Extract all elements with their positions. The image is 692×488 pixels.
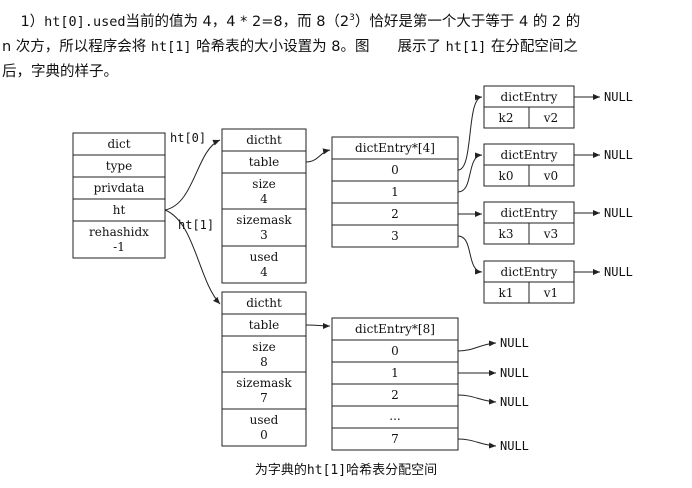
- table0-title: dictEntry*[4]: [355, 141, 435, 155]
- entry-key: k1: [499, 286, 514, 300]
- table1-slot: 2: [391, 388, 399, 402]
- ht0-dictht: dictht table size 4 sizemask 3 used 4: [221, 128, 307, 284]
- text-run: 后，字典的样子。: [2, 63, 118, 80]
- dict-rehashidx-value: -1: [113, 240, 125, 254]
- table1-slot: ...: [389, 409, 400, 423]
- ht1-pointer-arrow: [164, 209, 221, 305]
- ht0-size-value: 4: [260, 192, 268, 206]
- slot3-to-k1-arrow: [457, 235, 483, 275]
- ht0-used-label: used: [250, 250, 279, 264]
- null-label: NULL: [604, 148, 633, 162]
- table0-slot: 1: [391, 185, 399, 199]
- ht0-sizemask-label: sizemask: [236, 213, 292, 227]
- table1-array: dictEntry*[8] 0 1 2 ... 7: [331, 317, 459, 451]
- table1-slot: 1: [391, 366, 399, 380]
- paragraph-line-2: n 次方，所以程序会将 ht[1] 哈希表的大小设置为 8。图 展示了 ht[1]…: [2, 35, 692, 60]
- entry-title: dictEntry: [501, 90, 558, 104]
- null-label: NULL: [604, 206, 633, 220]
- text-run: 哈希表的大小设置为 8。图: [196, 38, 370, 55]
- entry-key: k3: [499, 227, 514, 241]
- caption-text: 哈希表分配空间: [346, 463, 438, 478]
- ht1-title: dictht: [246, 296, 282, 310]
- ht0-used-value: 4: [260, 265, 268, 279]
- dict-privdata-field: privdata: [94, 181, 145, 195]
- ht1-dictht: dictht table size 8 sizemask 7 used 0: [221, 291, 307, 447]
- null-label: NULL: [500, 439, 529, 453]
- entry-value: v2: [543, 111, 558, 125]
- ht1-used-value: 0: [260, 428, 268, 442]
- dict-entry-k0: dictEntry k0 v0: [483, 143, 575, 187]
- ht0-size-label: size: [252, 177, 275, 191]
- dict-type-field: type: [106, 159, 132, 173]
- table1-title: dictEntry*[8]: [355, 322, 435, 336]
- ht1-table-field: table: [249, 318, 280, 332]
- ht0-table-arrow: [305, 148, 331, 163]
- ht0-pointer-arrow: [164, 139, 221, 211]
- ht0-sizemask-value: 3: [260, 228, 268, 242]
- null-label: NULL: [500, 366, 529, 380]
- dict-entry-k1: dictEntry k1 v1: [483, 260, 575, 304]
- intro-paragraph: 1）ht[0].used当前的值为 4，4 * 2=8，而 8（23）恰好是第一…: [2, 6, 692, 85]
- table1-slot0-null-arrow: [457, 340, 497, 352]
- code-run: ht[1]: [445, 38, 487, 55]
- ht1-size-label: size: [252, 340, 275, 354]
- ht0-pointer-label: ht[0]: [170, 131, 206, 145]
- entry-value: v3: [543, 227, 558, 241]
- caption-code: ht[1]: [306, 463, 347, 478]
- null-label: NULL: [604, 265, 633, 279]
- ht1-pointer-label: ht[1]: [178, 218, 214, 232]
- null-label: NULL: [500, 395, 529, 409]
- null-label: NULL: [604, 90, 633, 104]
- entry-title: dictEntry: [501, 265, 558, 279]
- text-run: 在分配空间之: [490, 38, 578, 55]
- entry-title: dictEntry: [501, 206, 558, 220]
- ht1-size-value: 8: [260, 355, 268, 369]
- paragraph-line-1: 1）ht[0].used当前的值为 4，4 * 2=8，而 8（23）恰好是第一…: [2, 6, 692, 35]
- ht1-used-label: used: [250, 413, 279, 427]
- null-label: NULL: [500, 336, 529, 350]
- entry-title: dictEntry: [501, 148, 558, 162]
- entry-key: k2: [499, 111, 514, 125]
- table0-array: dictEntry*[4] 0 1 2 3: [331, 136, 459, 248]
- dict-entry-k3: dictEntry k3 v3: [483, 201, 575, 245]
- text-run: n 次方，所以程序会将: [2, 38, 147, 55]
- table1-slot7-null-arrow: [457, 438, 497, 449]
- table1-slot: 7: [391, 432, 399, 446]
- code-run: ht[0].used: [44, 13, 126, 30]
- text-run: 当前的值为 4，4 * 2=8，而 8（2: [125, 13, 350, 30]
- text-run: 展示了: [397, 38, 442, 55]
- dict-struct: dict type privdata ht rehashidx -1: [72, 132, 166, 259]
- ht0-title: dictht: [246, 133, 282, 147]
- ht1-sizemask-label: sizemask: [236, 376, 292, 390]
- dict-ht-field: ht: [113, 203, 126, 217]
- dict-title: dict: [107, 137, 130, 151]
- dict-entry-k2: dictEntry k2 v2: [483, 85, 575, 129]
- table1-slot2-null-arrow: [457, 394, 497, 405]
- entry-key: k0: [499, 169, 514, 183]
- ht1-sizemask-value: 7: [260, 391, 268, 405]
- slot1-to-k0-arrow: [457, 152, 483, 193]
- caption-text: 为字典的: [254, 463, 307, 478]
- entry-value: v1: [543, 286, 558, 300]
- table1-slot: 0: [391, 344, 399, 358]
- figure-caption: 为字典的ht[1]哈希表分配空间: [0, 459, 692, 478]
- code-run: ht[1]: [150, 38, 192, 55]
- ht0-table-field: table: [249, 155, 280, 169]
- slot0-to-k2-arrow: [457, 94, 483, 171]
- table0-slot: 0: [391, 163, 399, 177]
- text-run: ）恰好是第一个大于等于 4 的 2 的: [354, 13, 581, 30]
- paragraph-line-3: 后，字典的样子。: [2, 60, 692, 85]
- ht1-table-arrow: [305, 322, 331, 329]
- entry-value: v0: [543, 169, 558, 183]
- superscript: 3: [349, 13, 355, 23]
- table0-slot: 2: [391, 207, 399, 221]
- table0-slot: 3: [391, 229, 399, 243]
- text-run: 1）: [20, 13, 45, 30]
- dict-rehashidx-label: rehashidx: [89, 225, 149, 239]
